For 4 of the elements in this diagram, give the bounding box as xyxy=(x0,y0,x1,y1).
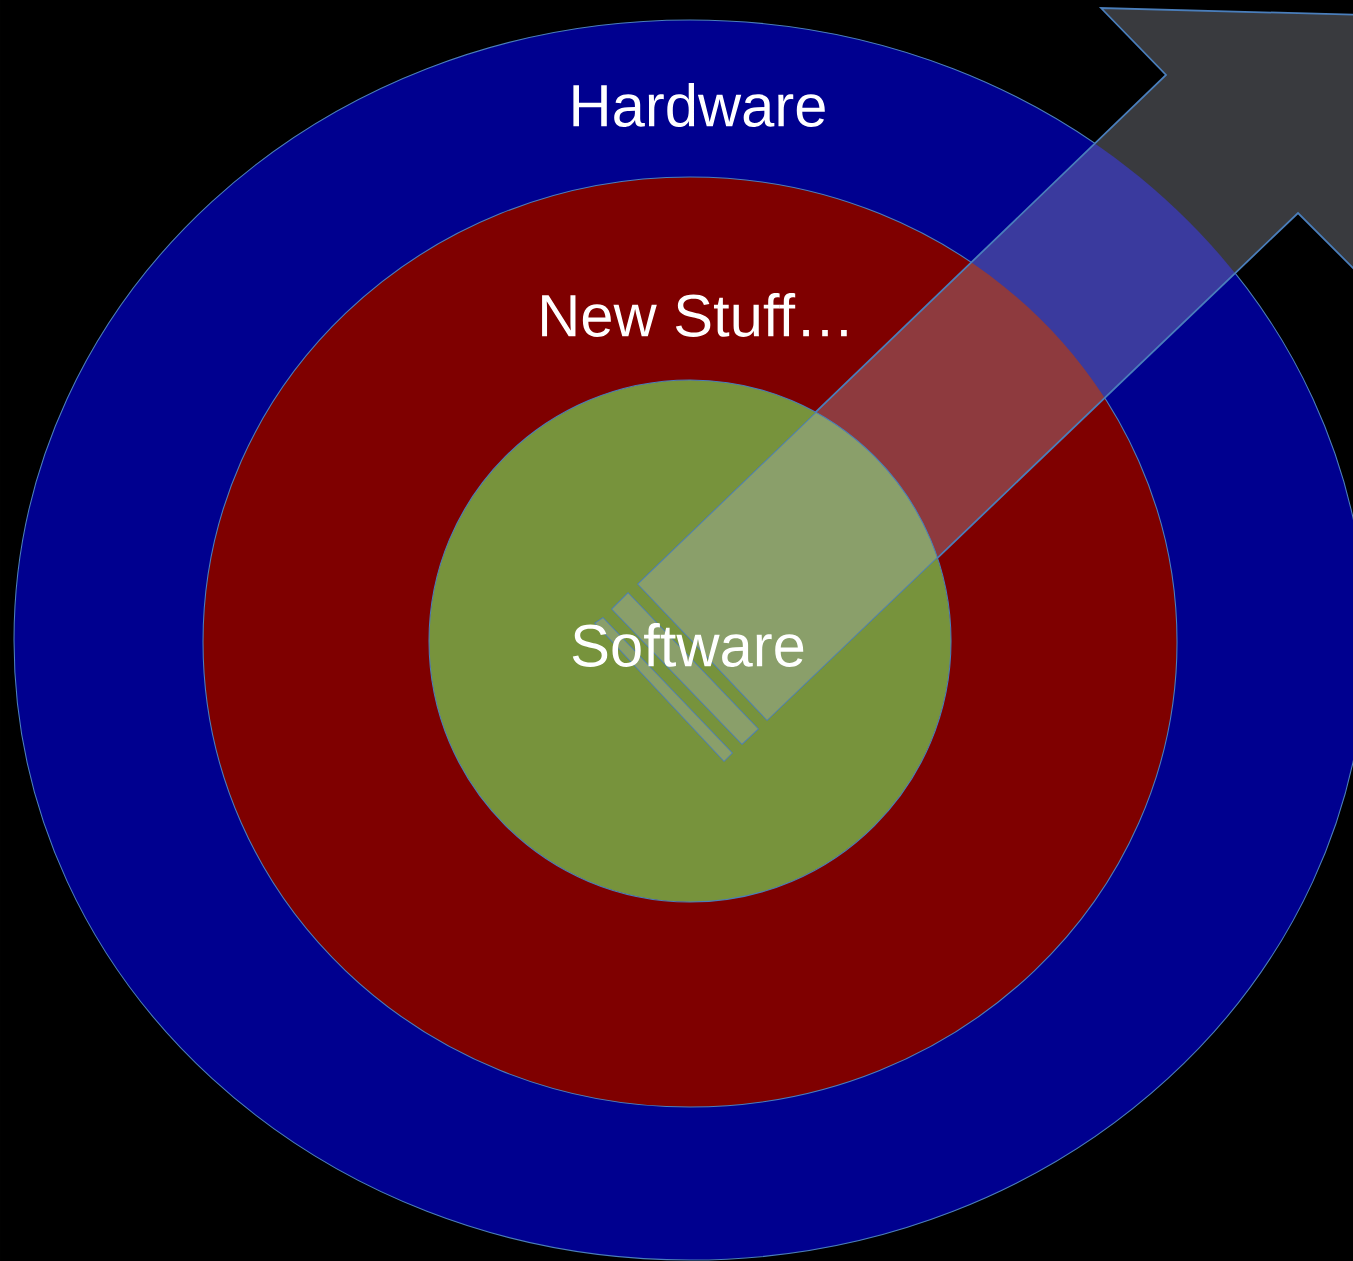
ring-label: Hardware xyxy=(573,83,825,127)
ring-label: New Stuff… xyxy=(542,293,847,337)
ring-label: Software xyxy=(572,623,804,667)
bullseye xyxy=(428,379,952,903)
